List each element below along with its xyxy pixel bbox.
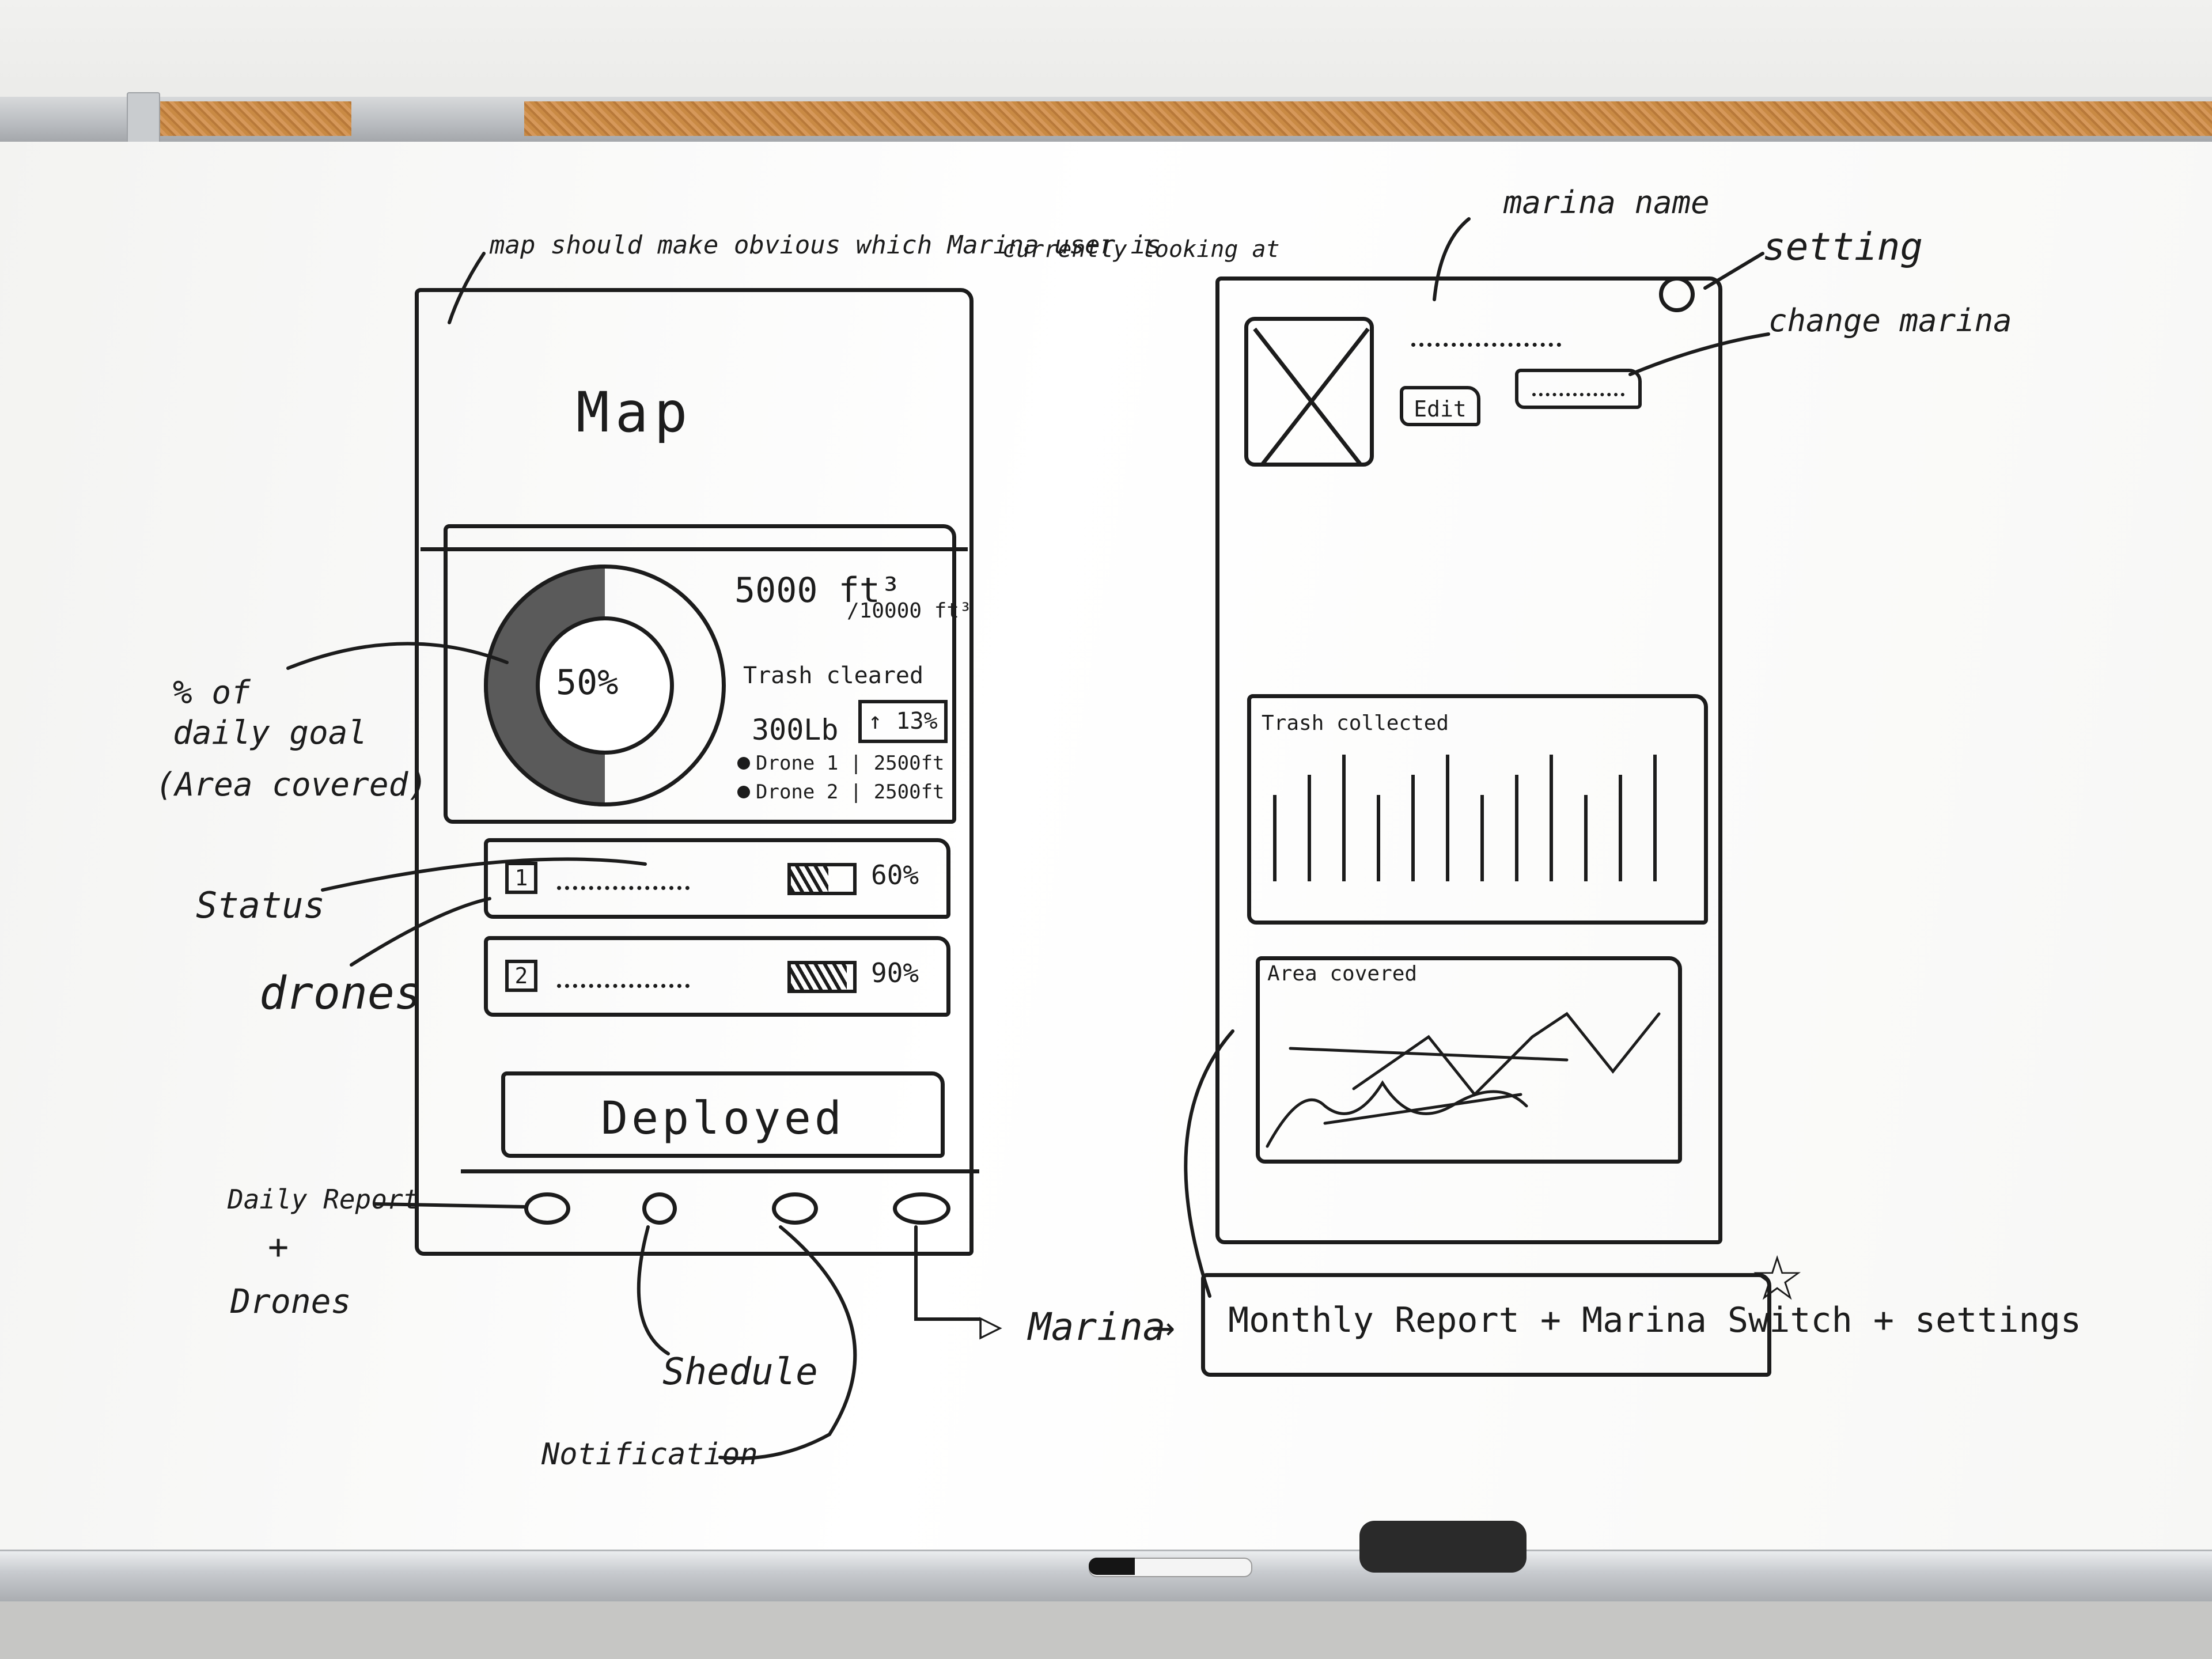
settings-icon[interactable] — [1659, 276, 1695, 312]
annotation-drones: drones — [259, 968, 422, 1020]
battery-icon — [787, 961, 857, 993]
trash-collected-bar — [1550, 755, 1553, 881]
trash-cleared-value: 300Lb — [752, 713, 839, 747]
tab-marina[interactable] — [893, 1192, 950, 1225]
trash-collected-title: Trash collected — [1262, 711, 1449, 735]
trash-collected-bar — [1342, 755, 1346, 881]
whiteboard — [0, 142, 2212, 1553]
star-icon: ☆ — [1751, 1221, 1804, 1321]
tab-notification[interactable] — [772, 1192, 818, 1225]
phone-marina-screen — [1215, 276, 1722, 1244]
marker-cap — [1089, 1558, 1135, 1575]
trash-collected-bar — [1480, 795, 1484, 881]
annotation-daily-goal: (Area covered) — [156, 766, 428, 804]
cork-strip — [156, 101, 351, 136]
deployed-button[interactable]: Deployed — [501, 1071, 945, 1158]
edit-button[interactable]: Edit — [1400, 386, 1480, 426]
drone-name-placeholder — [557, 863, 690, 890]
annotation-daily-report: Daily Report — [228, 1184, 419, 1215]
change-marina-button[interactable] — [1515, 369, 1642, 409]
drone-row-2[interactable]: 2 90% — [484, 936, 950, 1017]
tab-schedule[interactable] — [642, 1192, 677, 1225]
trash-collected-bar — [1584, 795, 1588, 881]
annotation-map-note: map should make obvious which Marina use… — [490, 230, 1161, 260]
area-goal-value: /10000 ft³ — [847, 599, 972, 623]
deployed-button-label: Deployed — [601, 1093, 845, 1145]
drone-dot-icon — [737, 757, 750, 770]
trash-collected-bar — [1446, 755, 1449, 881]
cork-strip — [524, 101, 2212, 136]
tab-bar-divider — [461, 1169, 979, 1173]
area-covered-value: 5000 ft³ — [734, 570, 901, 611]
change-marina-placeholder — [1532, 377, 1624, 396]
annotation-map-note-2: currently looking at — [1002, 236, 1280, 263]
marina-image-placeholder — [1244, 317, 1374, 467]
drone-dot-icon — [737, 786, 750, 798]
arrow-icon: → — [1152, 1305, 1175, 1349]
drone-row-1[interactable]: 1 60% — [484, 838, 950, 919]
annotation-marina-name: marina name — [1503, 184, 1710, 221]
annotation-status: Status — [196, 884, 325, 926]
rail-clip — [127, 92, 160, 147]
annotation-setting: setting — [1763, 225, 1923, 269]
area-covered-title: Area covered — [1267, 962, 1418, 986]
battery-fill — [791, 964, 847, 990]
eraser — [1359, 1521, 1527, 1573]
phone-home-screen — [415, 288, 974, 1256]
daily-goal-ring-center — [536, 616, 674, 755]
trash-collected-bar — [1653, 755, 1657, 881]
marina-tab-summary: Monthly Report + Marina Switch + setting… — [1228, 1300, 2082, 1340]
drone-distance-text: Drone 2 | 2500ft — [756, 781, 945, 804]
trash-collected-chart-card — [1247, 694, 1708, 925]
annotation-marina: Marina — [1028, 1305, 1166, 1349]
marina-name-placeholder — [1411, 320, 1561, 347]
drone-distance-text: Drone 1 | 2500ft — [756, 752, 945, 775]
drone-name-placeholder — [557, 961, 690, 988]
trash-collected-bar — [1515, 775, 1518, 881]
marina-tab-summary-box: Monthly Report + Marina Switch + setting… — [1201, 1273, 2081, 1377]
drone-distance-line: Drone 2 | 2500ft — [737, 781, 945, 804]
trash-collected-bar — [1411, 775, 1415, 881]
annotation-daily-report: + — [268, 1227, 289, 1267]
trash-trend-badge: ↑ 13% — [858, 700, 948, 743]
battery-fill — [791, 866, 828, 892]
battery-percent: 90% — [871, 957, 919, 988]
edit-button-label: Edit — [1414, 396, 1467, 422]
drone-distance-line: Drone 1 | 2500ft — [737, 752, 945, 775]
annotation-daily-goal: % of — [173, 674, 251, 711]
annotation-notification: Notification — [541, 1437, 758, 1472]
trash-collected-bar — [1377, 795, 1380, 881]
annotation-change-marina: change marina — [1768, 302, 2012, 339]
battery-icon — [787, 863, 857, 895]
annotation-schedule: Shedule — [662, 1351, 818, 1393]
arrow-icon: ▷ — [979, 1303, 1002, 1347]
drone-number: 2 — [505, 960, 537, 992]
tab-daily-report[interactable] — [524, 1192, 570, 1225]
annotation-daily-goal: daily goal — [173, 714, 368, 752]
trash-collected-bar — [1273, 795, 1277, 881]
annotation-daily-report: Drones — [230, 1282, 351, 1321]
daily-goal-percent: 50% — [556, 662, 619, 703]
drone-number: 1 — [505, 862, 537, 894]
battery-percent: 60% — [871, 859, 919, 891]
trash-cleared-label: Trash cleared — [743, 662, 924, 689]
map-divider — [421, 547, 968, 551]
map-placeholder-label[interactable]: Map — [576, 380, 694, 445]
trash-collected-bar — [1308, 775, 1311, 881]
daily-stats-card — [444, 524, 956, 824]
trash-collected-bar — [1619, 775, 1622, 881]
area-covered-chart-card — [1256, 956, 1682, 1164]
floor — [0, 1601, 2212, 1659]
